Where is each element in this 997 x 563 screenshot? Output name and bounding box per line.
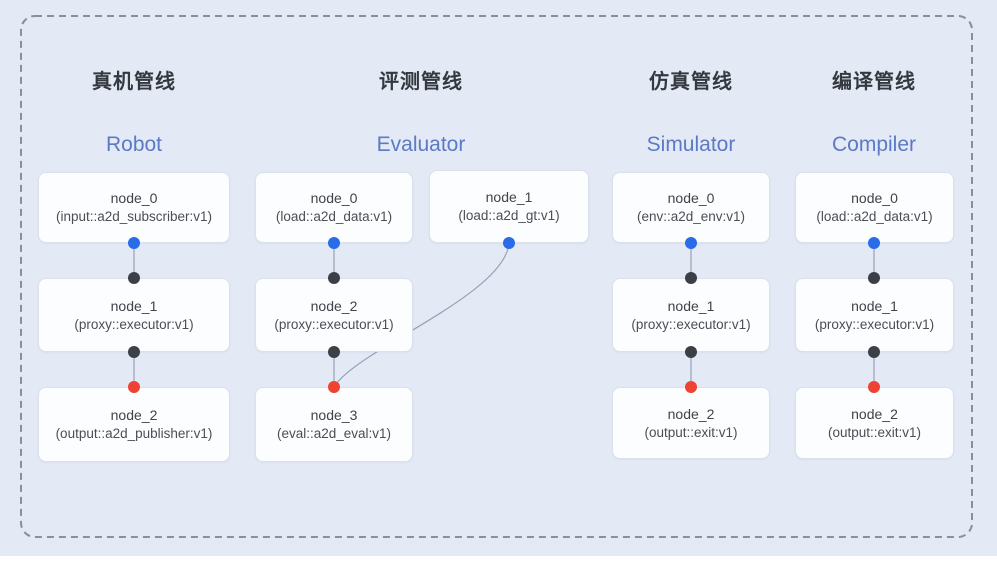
node-simulator-1: node_1 (proxy::executor:v1) [612,278,770,352]
pipeline-title-zh: 真机管线 [92,71,176,93]
node-name: node_0 [110,190,158,206]
node-type: (proxy::executor:v1) [274,316,394,332]
node-robot-0: node_0 (input::a2d_subscriber:v1) [38,172,230,243]
node-name: node_2 [310,297,358,314]
node-type: (output::exit:v1) [827,424,922,440]
node-simulator-0: node_0 (env::a2d_env:v1) [612,172,770,243]
node-type: (proxy::executor:v1) [74,316,194,332]
node-name: node_1 [667,297,715,314]
pipeline-title-en: Compiler [831,133,917,156]
header-compiler: 编译管线 Compiler [764,65,984,157]
node-name: node_3 [310,407,358,423]
node-type: (proxy::executor:v1) [814,316,935,332]
node-compiler-2: node_2 (output::exit:v1) [795,387,954,459]
node-name: node_1 [110,297,158,314]
node-type: (load::a2d_gt:v1) [458,208,560,223]
node-robot-1: node_1 (proxy::executor:v1) [38,278,230,352]
node-type: (output::exit:v1) [644,424,738,440]
node-type: (input::a2d_subscriber:v1) [55,209,213,224]
node-type: (env::a2d_env:v1) [636,209,746,224]
pipeline-title-zh: 评测管线 [379,71,463,93]
node-name: node_2 [667,405,715,422]
node-name: node_0 [851,190,898,206]
node-name: node_1 [485,189,533,205]
node-type: (proxy::executor:v1) [631,316,751,332]
pipeline-title-zh: 编译管线 [832,71,916,93]
node-evaluator-0: node_0 (load::a2d_data:v1) [255,172,413,243]
node-name: node_2 [851,405,898,422]
node-type: (load::a2d_data:v1) [275,209,393,224]
node-type: (eval::a2d_eval:v1) [276,426,392,441]
node-type: (output::a2d_publisher:v1) [55,426,213,441]
node-name: node_0 [667,190,715,206]
pipeline-title-en: Robot [105,133,163,156]
node-robot-2: node_2 (output::a2d_publisher:v1) [38,387,230,462]
header-evaluator: 评测管线 Evaluator [311,65,531,157]
node-name: node_0 [310,190,358,206]
node-compiler-1: node_1 (proxy::executor:v1) [795,278,954,352]
node-evaluator-3: node_3 (eval::a2d_eval:v1) [255,387,413,462]
node-evaluator-2: node_2 (proxy::executor:v1) [255,278,413,352]
node-type: (load::a2d_data:v1) [816,209,933,224]
node-compiler-0: node_0 (load::a2d_data:v1) [795,172,954,243]
pipeline-title-en: Evaluator [376,133,466,156]
header-robot: 真机管线 Robot [24,65,244,157]
node-simulator-2: node_2 (output::exit:v1) [612,387,770,459]
node-evaluator-1: node_1 (load::a2d_gt:v1) [429,170,589,243]
node-name: node_1 [851,297,898,314]
node-name: node_2 [110,407,158,423]
